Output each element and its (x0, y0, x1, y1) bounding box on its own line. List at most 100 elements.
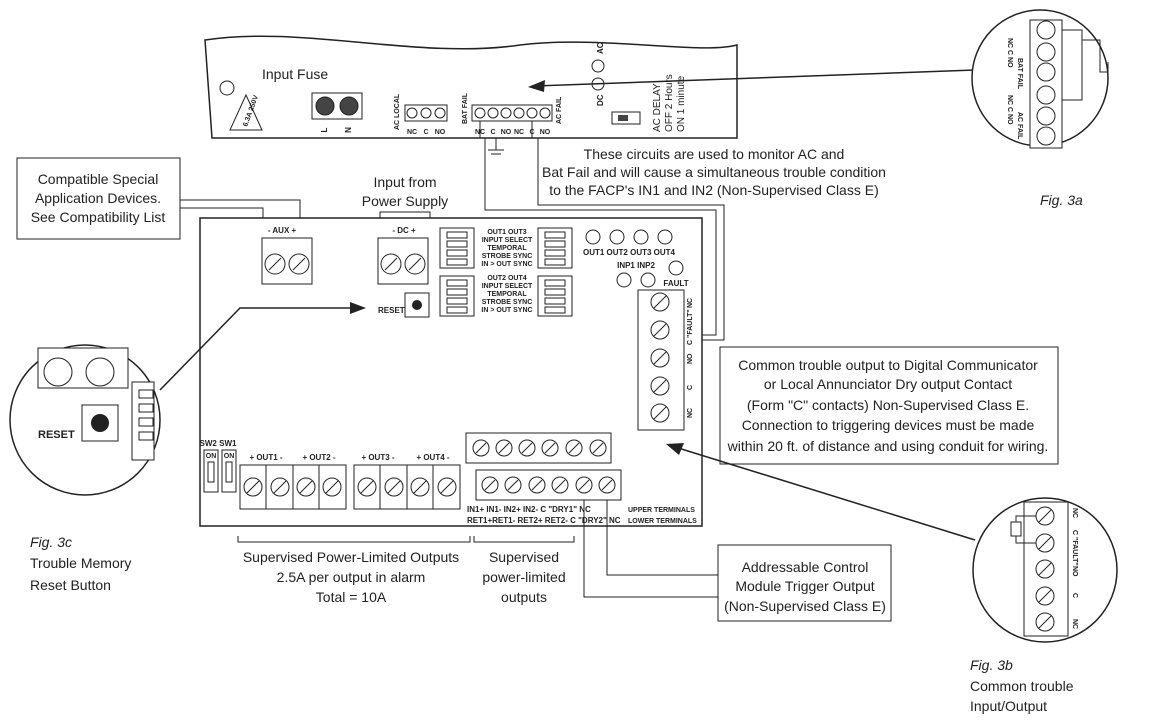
supervised-outputs-2: 2.5A per output in alarm (277, 569, 426, 585)
fault-terminal-screws (650, 292, 670, 423)
ac-fail-no: NO (540, 129, 551, 136)
terminal-screw (434, 107, 446, 119)
input-fuse-label: Input Fuse (262, 66, 328, 82)
common-trouble-4: Connection to triggering devices must be… (742, 417, 1035, 433)
compatible-line-1: Compatible Special (38, 171, 159, 187)
fuse-warning-icon (229, 93, 263, 131)
terminal-l-label: L (320, 127, 329, 132)
ac-delay-off: OFF 2 Hours (664, 74, 675, 132)
pl-outputs-bracket (473, 536, 575, 543)
arrow-head (350, 302, 366, 314)
out13-strobe: STROBE SYNC (482, 253, 533, 260)
sw2-on: ON (206, 453, 217, 460)
common-trouble-2: or Local Annunciator Dry output Contact (764, 376, 1012, 392)
ac-delay-on: ON 1 minute (676, 75, 687, 132)
arrow-head (528, 80, 545, 92)
out24-strobe: STROBE SYNC (482, 299, 533, 306)
bat-fail-no: NO (501, 129, 512, 136)
common-trouble-box (719, 346, 1059, 465)
fig3c-caption-3: Reset Button (30, 577, 111, 593)
outputs-bracket (237, 536, 471, 543)
dip-switch-out24 (439, 275, 475, 317)
out13-input: INPUT SELECT (482, 237, 533, 244)
common-trouble-5: within 20 ft. of distance and using cond… (727, 438, 1049, 454)
ac-delay-label: AC DELAY (652, 83, 663, 132)
aux-label: - AUX + (268, 226, 297, 235)
ac-led-label: AC (596, 42, 605, 54)
fault-led-label: FAULT (663, 279, 688, 288)
fault-term-c: C "FAULT" (687, 309, 694, 345)
input-ps-1: Input from (373, 174, 436, 190)
dc-led-label: DC (596, 94, 605, 106)
fig3a-caption: Fig. 3a (1040, 192, 1083, 208)
fig3a-inset (971, 9, 1109, 149)
out13-temporal: TEMPORAL (487, 245, 527, 252)
fail-terminal-screws (474, 107, 551, 119)
ac-led (591, 59, 605, 73)
fail-terminal-block (471, 104, 553, 122)
dry-wire (606, 500, 718, 576)
bat-fail-wire (479, 121, 717, 336)
ac-fail-label: AC FAIL (556, 96, 563, 124)
reset-button-dot (412, 300, 422, 310)
input-ps-2: Power Supply (362, 193, 448, 209)
fig3b-caption-2: Common trouble (970, 678, 1074, 694)
terminal-screw-l (315, 96, 335, 116)
fig3b-inset (972, 497, 1118, 643)
fault-term-nc: NC (687, 298, 694, 308)
mount-hole (219, 80, 235, 96)
upper-label: UPPER TERMINALS (628, 507, 695, 514)
fig3b-nc: NC (1071, 508, 1078, 518)
bat-fail-c: C (490, 129, 495, 136)
lower-label: LOWER TERMINALS (628, 518, 697, 525)
out1-label: + OUT1 - (249, 453, 282, 462)
fig3b-caption: Fig. 3b (970, 657, 1013, 673)
sw-label: SW2 SW1 (200, 439, 237, 448)
dip-switch-out13 (439, 227, 475, 269)
supervised-outputs-1: Supervised Power-Limited Outputs (243, 549, 459, 565)
ac-local-block (404, 104, 448, 122)
compatible-devices-box (16, 157, 181, 240)
lower-terminal-block (475, 469, 622, 501)
common-trouble-3: (Form "C" contacts) Non-Supervised Class… (747, 397, 1029, 413)
ac-local-c: C (423, 129, 428, 136)
bat-fail-label: BAT FAIL (462, 92, 469, 124)
fig3a-ncno-1: NC C NO (1006, 38, 1013, 68)
dc-label: - DC + (392, 226, 416, 235)
arrow-head (666, 443, 684, 455)
ac-fail-wire (531, 121, 725, 341)
dip-switch-out13b (537, 227, 573, 269)
reset-label: RESET (378, 306, 405, 315)
fig3c-inset (9, 344, 161, 496)
lower-terms-label: RET1+RET1- RET2+ RET2- C "DRY2" NC (467, 516, 621, 525)
fig3b-arrow (674, 446, 976, 541)
fig3c-caption-2: Trouble Memory (30, 555, 131, 571)
supervised-pl-2: power-limited (482, 569, 565, 585)
fig3b-c: C (1071, 593, 1078, 598)
ac-local-nc: NC (407, 129, 417, 136)
reset-button[interactable] (404, 292, 430, 318)
fig3b-no: NO (1071, 566, 1078, 577)
out13-sync: IN > OUT SYNC (481, 261, 532, 268)
supervised-pl-1: Supervised (489, 549, 559, 565)
monitor-note-3: to the FACP's IN1 and IN2 (Non-Supervise… (549, 182, 878, 198)
inp-leds (616, 260, 684, 288)
fault-term-c2: C (687, 385, 694, 390)
out24-head: OUT2 OUT4 (487, 275, 526, 282)
inp-leds-label: INP1 INP2 (617, 261, 655, 270)
addressable-3: (Non-Supervised Class E) (724, 598, 886, 614)
fig3b-caption-3: Input/Output (970, 698, 1047, 714)
fig3b-c-fault: C "FAULT" (1071, 530, 1078, 566)
upper-terms-label: IN1+ IN1- IN2+ IN2- C "DRY1" NC (467, 505, 591, 514)
out3-label: + OUT3 - (361, 453, 394, 462)
out2-label: + OUT2 - (302, 453, 335, 462)
dip-switch-out24b (537, 275, 573, 317)
out24-sync: IN > OUT SYNC (481, 307, 532, 314)
fig3b-nc2: NC (1071, 619, 1078, 629)
fig3a-ncno-2: NC C NO (1006, 95, 1013, 125)
monitor-note-2: Bat Fail and will cause a simultaneous t… (542, 164, 886, 180)
fig3c-reset: RESET (38, 429, 75, 441)
compatible-line-2: Application Devices. (35, 190, 161, 206)
out-terminal-blocks (239, 464, 461, 510)
